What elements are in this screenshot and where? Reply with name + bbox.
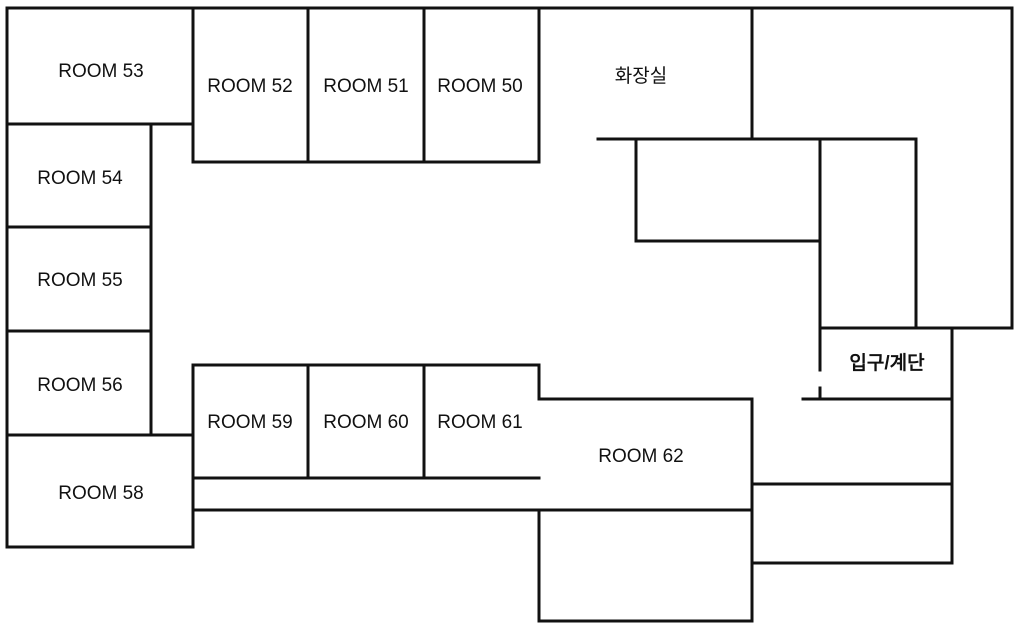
room-52-label: ROOM 52 bbox=[207, 76, 293, 97]
room-56-label: ROOM 56 bbox=[37, 375, 123, 396]
room-58-label: ROOM 58 bbox=[58, 483, 144, 504]
wall-lower-box bbox=[537, 508, 754, 623]
room-62-label: ROOM 62 bbox=[598, 446, 684, 467]
wall-right-outer bbox=[818, 6, 1014, 330]
wall-room58 bbox=[5, 433, 195, 549]
room-54-label: ROOM 54 bbox=[37, 168, 123, 189]
room-53-label: ROOM 53 bbox=[58, 61, 144, 82]
wall-bottom-rooms bbox=[191, 363, 541, 480]
wall-utility-box bbox=[634, 137, 822, 243]
wall-left-outer bbox=[5, 6, 195, 437]
wall-room62 bbox=[537, 397, 754, 512]
entrance-stairs-label: 입구/계단 bbox=[849, 352, 925, 374]
room-51-label: ROOM 51 bbox=[323, 76, 409, 97]
walls bbox=[5, 6, 1014, 623]
wall-top-rooms bbox=[191, 6, 541, 164]
room-61-label: ROOM 61 bbox=[437, 412, 523, 433]
room-50-label: ROOM 50 bbox=[437, 76, 523, 97]
room-59-label: ROOM 59 bbox=[207, 412, 293, 433]
wall-right-block bbox=[750, 508, 954, 565]
room-labels: ROOM 53 ROOM 52 ROOM 51 ROOM 50 화장실 ROOM… bbox=[37, 61, 925, 504]
room-60-label: ROOM 60 bbox=[323, 412, 409, 433]
room-55-label: ROOM 55 bbox=[37, 270, 123, 291]
restroom-label: 화장실 bbox=[615, 65, 667, 87]
